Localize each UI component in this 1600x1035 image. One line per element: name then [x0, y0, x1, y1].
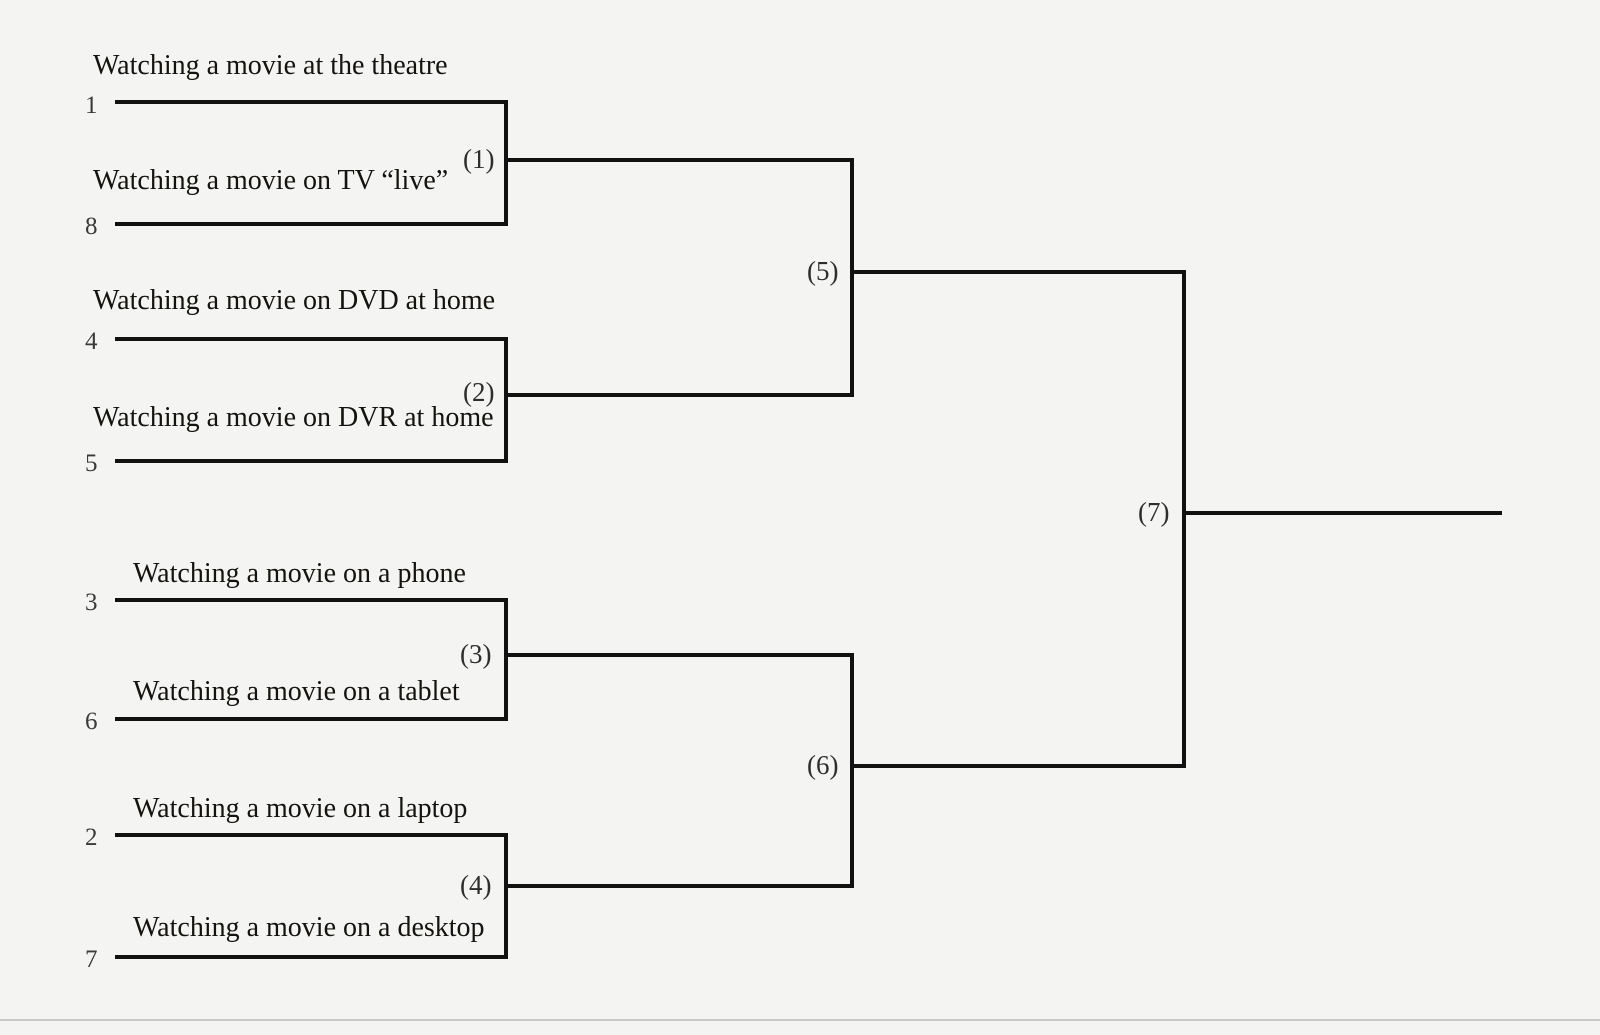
entry-label-tv-live: Watching a movie on TV “live”	[93, 165, 449, 196]
match-label-6: (6)	[807, 750, 839, 780]
entry-label-desktop: Watching a movie on a desktop	[133, 912, 485, 943]
match-label-3: (3)	[460, 639, 492, 669]
entry-label-dvd-home: Watching a movie on DVD at home	[93, 285, 496, 316]
bottom-divider	[0, 1019, 1600, 1021]
match-label-1: (1)	[463, 144, 495, 174]
seed-number-7: 7	[85, 946, 98, 973]
match-label-2: (2)	[463, 377, 495, 407]
seed-number-5: 5	[85, 450, 98, 477]
match-label-5: (5)	[807, 256, 839, 286]
seed-number-6: 6	[85, 708, 98, 735]
seed-number-4: 4	[85, 328, 98, 355]
seed-number-8: 8	[85, 213, 98, 240]
seed-number-2: 2	[85, 824, 98, 851]
match-label-7: (7)	[1138, 497, 1170, 527]
match-label-4: (4)	[460, 870, 492, 900]
entry-label-phone: Watching a movie on a phone	[133, 558, 466, 589]
entry-label-dvr-home: Watching a movie on DVR at home	[93, 402, 494, 433]
seed-number-3: 3	[85, 589, 98, 616]
entry-label-tablet: Watching a movie on a tablet	[133, 676, 460, 707]
seed-number-1: 1	[85, 92, 98, 119]
entry-label-theatre: Watching a movie at the theatre	[93, 50, 448, 81]
entry-label-laptop: Watching a movie on a laptop	[133, 793, 468, 824]
